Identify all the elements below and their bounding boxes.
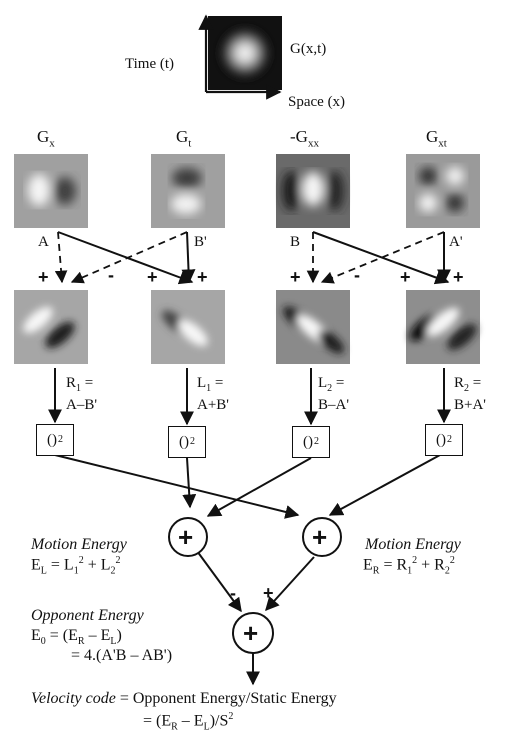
filter-gxx-image bbox=[276, 154, 350, 228]
combo-l1: L1 = A+B' bbox=[197, 375, 229, 413]
summer-opponent-circle bbox=[232, 612, 274, 654]
oriented-filter-l1-image bbox=[151, 290, 225, 364]
label-b: B bbox=[290, 234, 301, 250]
filter-gx-image bbox=[14, 154, 88, 228]
filter-gxt-image bbox=[406, 154, 480, 228]
square-box-l2: ()2 bbox=[292, 426, 330, 458]
summer-right-circle bbox=[302, 517, 342, 557]
opponent-energy-title: Opponent Energy bbox=[31, 607, 144, 624]
time-axis-label: Time (t) bbox=[125, 56, 175, 72]
arrow-a-diag bbox=[57, 231, 194, 285]
summer-left-plus: + bbox=[178, 522, 194, 552]
sign-plus-3: + bbox=[197, 267, 208, 287]
oriented-filter-r2-image bbox=[406, 290, 480, 364]
velocity-code-line: Velocity code = Opponent Energy/Static E… bbox=[31, 690, 337, 707]
velocity-code-formula: = (ER – EL)/S2 bbox=[143, 711, 234, 733]
motion-energy-right-formula: ER = R12 + R22 bbox=[363, 555, 455, 577]
square-box-r1: ()2 bbox=[36, 424, 74, 456]
arrow-b-diag bbox=[312, 231, 450, 285]
combo-r2: R2 = B+A' bbox=[454, 375, 486, 413]
arrow-r1-sum bbox=[54, 454, 300, 519]
arrow-el-opponent bbox=[196, 550, 242, 613]
arrow-a-down bbox=[54, 231, 68, 284]
arrow-bp-diag bbox=[70, 231, 188, 284]
sign-plus-6: + bbox=[453, 267, 464, 287]
sign-minus-1: - bbox=[108, 265, 114, 285]
filter-gt-image bbox=[151, 154, 225, 228]
combo-l2: L2 = B–A' bbox=[318, 375, 350, 413]
sign-plus-2: + bbox=[147, 267, 158, 287]
arrow-r2-sum bbox=[328, 454, 441, 516]
arrow-ap-diag bbox=[320, 231, 445, 284]
opponent-energy-formula: E0 = (ER – EL) bbox=[31, 627, 122, 648]
arrow-er-opponent bbox=[265, 556, 315, 612]
arrow-l2-sum bbox=[206, 457, 312, 517]
space-axis-label: Space (x) bbox=[288, 94, 346, 110]
label-a-prime: A' bbox=[449, 234, 463, 250]
label-b-prime: B' bbox=[194, 234, 207, 250]
square-box-l1: ()2 bbox=[168, 426, 206, 458]
gaussian-label: G(x,t) bbox=[290, 41, 327, 57]
summer-opponent-plus: + bbox=[243, 618, 259, 648]
opponent-plus-sign: + bbox=[263, 583, 274, 603]
oriented-filter-l2-image bbox=[276, 290, 350, 364]
arrow-l1-sum bbox=[182, 457, 197, 509]
label-a: A bbox=[38, 234, 49, 250]
motion-energy-left-title: Motion Energy bbox=[31, 536, 127, 553]
header-gx: Gx bbox=[37, 127, 55, 150]
opponent-minus-sign: - bbox=[230, 583, 236, 603]
combo-r1: R1 = A–B' bbox=[66, 375, 98, 413]
square-box-r2: ()2 bbox=[425, 424, 463, 456]
opponent-energy-expansion: = 4.(A'B – AB') bbox=[71, 647, 173, 664]
header-neg-gxx: -Gxx bbox=[290, 127, 319, 150]
sign-minus-2: - bbox=[354, 265, 360, 285]
motion-energy-left-formula: EL = L12 + L22 bbox=[31, 555, 121, 577]
sign-plus-1: + bbox=[38, 267, 49, 287]
header-gt: Gt bbox=[176, 127, 192, 150]
motion-energy-right-title: Motion Energy bbox=[365, 536, 461, 553]
header-gxt: Gxt bbox=[426, 127, 447, 150]
gaussian-image bbox=[208, 16, 282, 90]
sign-plus-5: + bbox=[400, 267, 411, 287]
summer-left-circle bbox=[168, 517, 208, 557]
arrow-bp-down bbox=[181, 231, 196, 284]
summer-right-plus: + bbox=[312, 522, 328, 552]
oriented-filter-r1-image bbox=[14, 290, 88, 364]
sign-plus-4: + bbox=[290, 267, 301, 287]
